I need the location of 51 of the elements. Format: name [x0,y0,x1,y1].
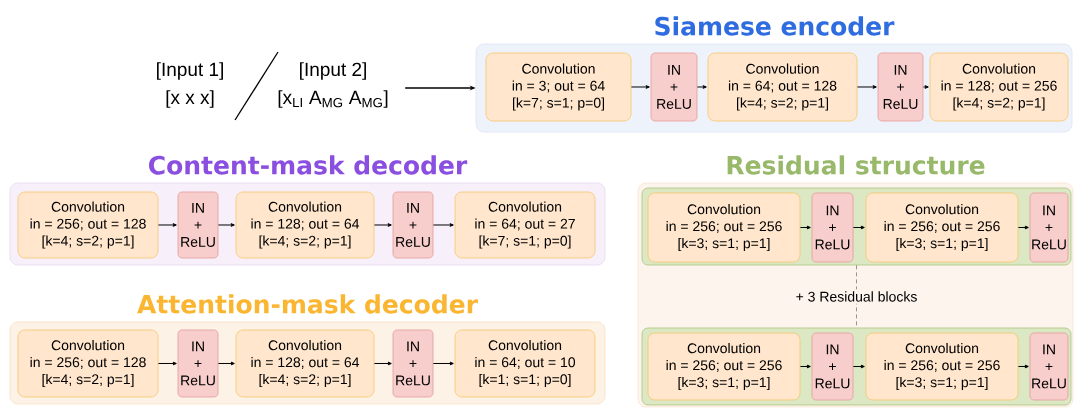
norm-relu-box: IN + ReLU [650,52,698,122]
convolution-box: Convolution in = 64; out = 10 [k=1; s=1; p=0] [454,329,596,398]
norm-relu-box: IN + ReLU [392,329,434,398]
arrow [696,85,707,89]
convolution-box: Convolution in = 256; out = 256 [k=3; s=1; p=1] [647,192,801,263]
arrow [852,364,865,369]
panel-heading: Residual structure [727,155,985,175]
arrow [1017,364,1029,369]
input-label: [x x x] [166,90,214,108]
dashed-connector [856,265,857,328]
convolution-box: Convolution in = 3; out = 64 [k=7; s=1; p=0] [485,52,632,122]
arrow [852,225,865,230]
norm-relu-box: IN + ReLU [1029,192,1069,263]
norm-relu-box: IN + ReLU [177,329,219,398]
convolution-box: Convolution in = 128; out = 64 [k=4; s=2; p=1] [235,329,375,398]
arrow [432,361,454,366]
arrow [157,223,177,227]
convolution-box: Convolution in = 64; out = 27 [k=7; s=1; p=0] [454,191,596,259]
arrow [432,223,454,227]
arrow [856,85,877,89]
arrow [799,225,811,230]
norm-relu-box: IN + ReLU [811,332,854,401]
arrow [217,223,235,227]
norm-relu-box: IN + ReLU [177,191,219,259]
convolution-box: Convolution in = 256; out = 128 [k=4; s=2; p=1] [17,191,159,259]
convolution-box: Convolution in = 64; out = 128 [k=4; s=2; p=1] [707,52,858,122]
arrow [217,361,235,366]
arrow [630,85,650,89]
arrow [373,361,392,366]
convolution-box: Convolution in = 128; out = 64 [k=4; s=2; p=1] [235,191,375,259]
panel-heading: Content-mask decoder [149,155,468,175]
edge-label: + 3 Residual blocks [793,289,920,304]
convolution-box: Convolution in = 256; out = 256 [k=3; s=1; p=1] [647,332,801,401]
input-label: [x$_{LI}$ A$_{MG}$ A$_{MG}$] [278,90,388,108]
arrow [157,361,177,366]
panel-heading: Attention-mask decoder [137,294,478,314]
input-label: [Input 1] [157,62,223,80]
arrow [799,364,811,369]
norm-relu-box: IN + ReLU [1029,332,1069,401]
arrow [1017,225,1029,230]
convolution-box: Convolution in = 256; out = 256 [k=3; s=1; p=1] [865,332,1019,401]
convolution-box: Convolution in = 128; out = 256 [k=4; s=2; p=1] [929,52,1069,122]
panel-heading: Siamese encoder [655,16,895,36]
norm-relu-box: IN + ReLU [392,191,434,259]
input-label: [Input 2] [300,62,366,80]
arrow [373,223,392,227]
norm-relu-box: IN + ReLU [877,52,924,122]
norm-relu-box: IN + ReLU [811,192,854,263]
arrow [922,85,929,89]
convolution-box: Convolution in = 256; out = 256 [k=3; s=1; p=1] [865,192,1019,263]
convolution-box: Convolution in = 256; out = 128 [k=4; s=2; p=1] [17,329,159,398]
